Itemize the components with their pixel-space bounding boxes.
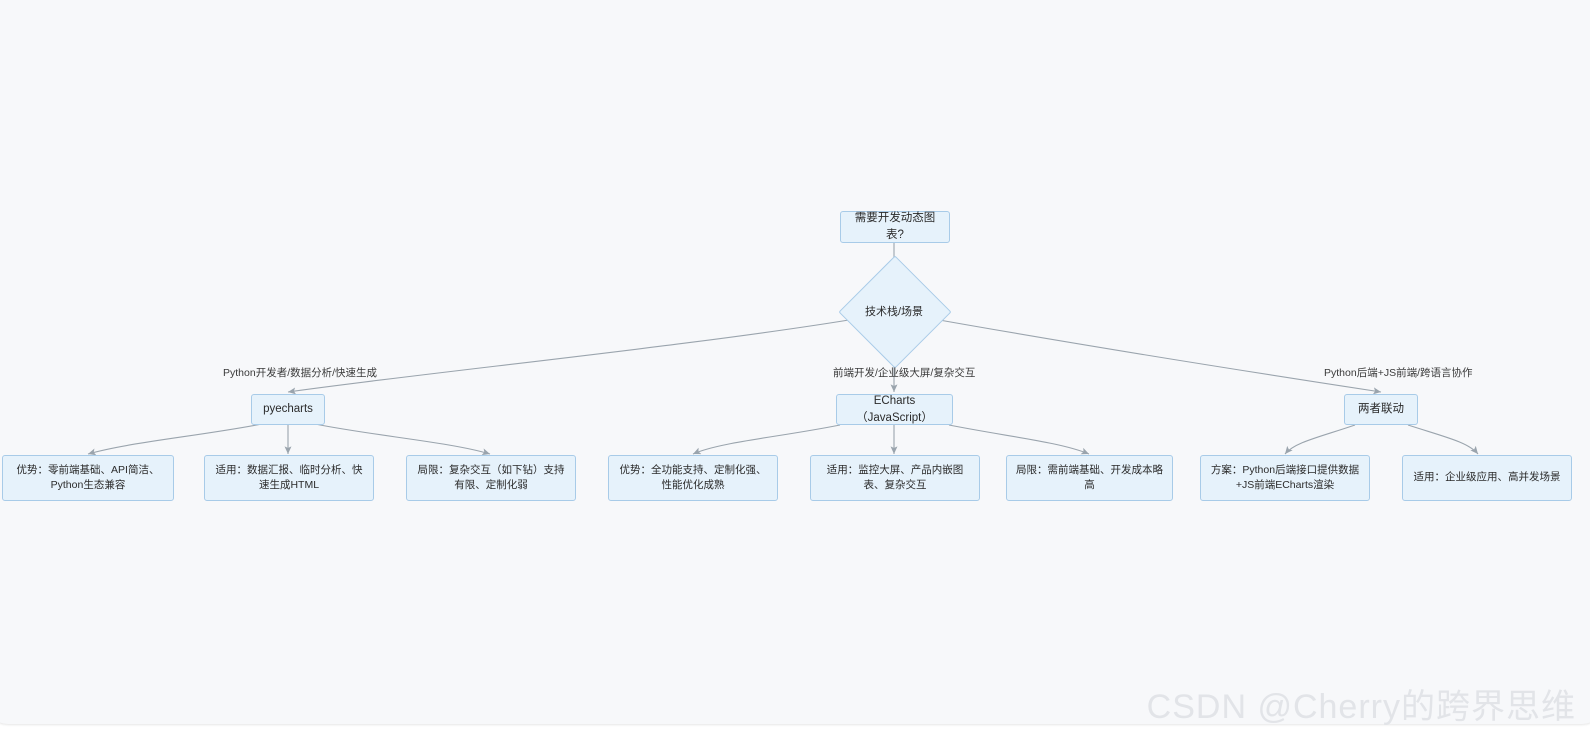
node-combined[interactable]: 两者联动	[1344, 394, 1418, 425]
edge-echarts-limitation	[948, 424, 1090, 455]
edge-combined-usecase	[1407, 424, 1479, 455]
node-combined-solution-label: 方案：Python后端接口提供数据+JS前端ECharts渲染	[1210, 463, 1360, 491]
node-pyecharts-advantage[interactable]: 优势：零前端基础、API简洁、Python生态兼容	[2, 455, 174, 501]
node-root[interactable]: 需要开发动态图表?	[840, 211, 950, 243]
edge-echarts-advantage	[692, 424, 841, 455]
node-echarts-label: ECharts（JavaScript）	[856, 394, 933, 424]
node-echarts-advantage-label: 优势：全功能支持、定制化强、性能优化成熟	[619, 463, 767, 491]
node-combined-usecase-label: 适用：企业级应用、高并发场景	[1413, 471, 1561, 484]
edge-pyecharts-limitation	[314, 423, 491, 456]
node-echarts-usecase-label: 适用：监控大屏、产品内嵌图表、复杂交互	[826, 463, 964, 491]
watermark: CSDN @Cherry的跨界思维	[1146, 688, 1576, 726]
node-pyecharts-limitation[interactable]: 局限：复杂交互（如下钻）支持有限、定制化弱	[406, 455, 576, 501]
node-echarts-limitation[interactable]: 局限：需前端基础、开发成本略高	[1006, 455, 1173, 501]
node-decision-label: 技术栈/场景	[864, 306, 924, 318]
node-echarts-usecase[interactable]: 适用：监控大屏、产品内嵌图表、复杂交互	[810, 455, 980, 501]
node-root-label: 需要开发动态图表?	[854, 212, 936, 241]
node-echarts-limitation-label: 局限：需前端基础、开发成本略高	[1016, 463, 1163, 491]
node-combined-label: 两者联动	[1358, 403, 1404, 416]
edge-combined-solution	[1284, 424, 1356, 455]
node-combined-usecase[interactable]: 适用：企业级应用、高并发场景	[1402, 455, 1572, 501]
node-combined-solution[interactable]: 方案：Python后端接口提供数据+JS前端ECharts渲染	[1200, 455, 1370, 501]
node-echarts-advantage[interactable]: 优势：全功能支持、定制化强、性能优化成熟	[608, 455, 778, 501]
edge-label-combined: Python后端+JS前端/跨语言协作	[1324, 367, 1473, 379]
edge-label-pyecharts: Python开发者/数据分析/快速生成	[223, 367, 378, 379]
edge-decision-pyecharts	[287, 317, 862, 395]
node-pyecharts-label: pyecharts	[263, 403, 313, 416]
edge-pyecharts-advantage	[87, 423, 263, 456]
node-pyecharts-usecase[interactable]: 适用：数据汇报、临时分析、快速生成HTML	[204, 455, 374, 501]
node-echarts[interactable]: ECharts（JavaScript）	[836, 394, 953, 425]
edge-label-echarts: 前端开发/企业级大屏/复杂交互	[833, 367, 976, 379]
node-pyecharts[interactable]: pyecharts	[251, 394, 325, 425]
node-pyecharts-advantage-label: 优势：零前端基础、API简洁、Python生态兼容	[16, 463, 160, 491]
edge-decision-combined	[927, 317, 1382, 395]
node-pyecharts-usecase-label: 适用：数据汇报、临时分析、快速生成HTML	[215, 463, 363, 491]
node-pyecharts-limitation-label: 局限：复杂交互（如下钻）支持有限、定制化弱	[417, 463, 565, 491]
